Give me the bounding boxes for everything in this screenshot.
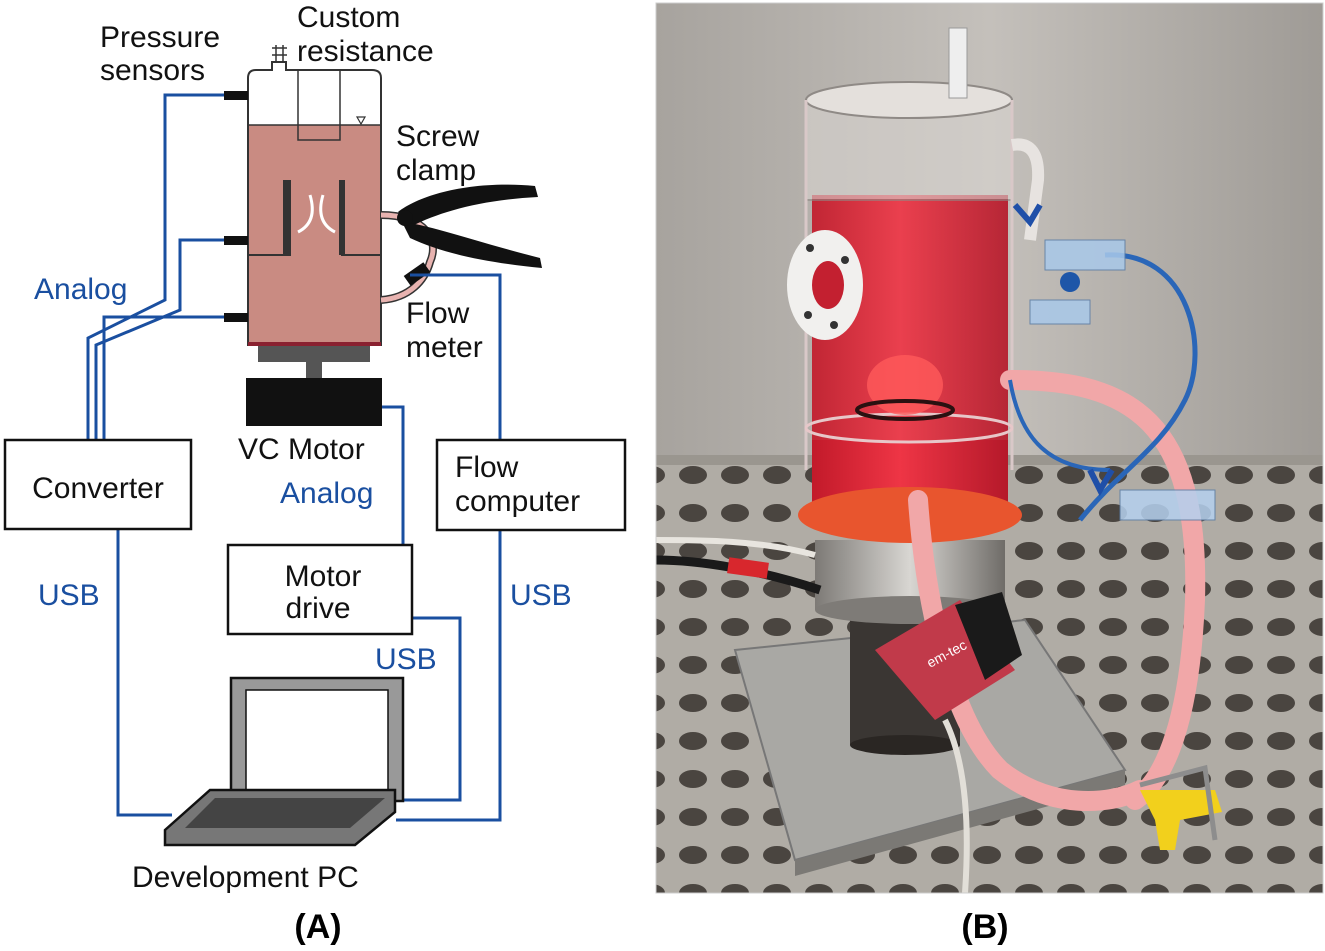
vc-motor [246, 378, 382, 426]
label-development-pc: Development PC [132, 861, 359, 894]
label-converter: Converter [32, 472, 164, 505]
label-motor-drive-2: drive [285, 592, 350, 625]
label-flow-meter-1: Flow [406, 297, 470, 330]
label-custom-resistance-2: resistance [297, 35, 434, 68]
pressure-sensor-3 [224, 313, 248, 322]
label-pressure-sensors-1: Pressure [100, 21, 220, 54]
label-flow-computer-2: computer [455, 485, 580, 518]
label-pressure-sensors-2: sensors [100, 54, 205, 87]
label-flow-computer-1: Flow [455, 451, 519, 484]
photo-flow-meter: em-tec [875, 592, 1022, 720]
usb-flowcomputer-pc [396, 530, 502, 822]
panel-b-tag: (B) [961, 908, 1008, 946]
analog-motor-wire [382, 405, 405, 545]
label-screw-clamp-1: Screw [396, 120, 480, 153]
level-marker [355, 116, 367, 126]
photo-panel: em-tec (B) [655, 2, 1324, 946]
screw-clamp [397, 184, 542, 268]
pressure-transducers [1012, 203, 1216, 521]
motor-coupling [258, 346, 370, 362]
top-nozzle [948, 27, 968, 99]
label-flow-meter-2: meter [406, 331, 483, 364]
analog-wiring [86, 93, 224, 440]
development-pc-laptop [163, 676, 405, 847]
pressure-sensor-2 [224, 236, 248, 245]
panel-a-tag: (A) [294, 908, 341, 946]
label-custom-resistance-1: Custom [297, 1, 400, 34]
valve-basket [867, 355, 943, 415]
label-motor-drive-1: Motor [285, 560, 362, 593]
flow-computer-box [435, 438, 627, 532]
label-usb-left: USB [38, 579, 100, 612]
label-analog-motor: Analog [280, 477, 373, 510]
label-vc-motor: VC Motor [238, 433, 365, 466]
flow-computer-wire [410, 273, 502, 440]
label-usb-right: USB [510, 579, 572, 612]
motor-drive-box [226, 543, 414, 636]
pink-tubing [908, 370, 1206, 811]
side-port-disc [787, 230, 863, 340]
yellow-clamp [1140, 790, 1222, 850]
usb-converter-pc [116, 530, 172, 817]
fluid [249, 125, 380, 343]
label-analog-left: Analog [34, 273, 127, 306]
label-screw-clamp-2: clamp [396, 154, 476, 187]
converter-box [3, 438, 193, 531]
schematic-panel: Pressure sensors Custom resistance Screw… [3, 1, 627, 946]
custom-resistance-tube [297, 70, 341, 141]
label-usb-motor: USB [375, 643, 437, 676]
pressure-sensor-1 [224, 91, 248, 100]
usb-motor-pc [390, 616, 462, 802]
